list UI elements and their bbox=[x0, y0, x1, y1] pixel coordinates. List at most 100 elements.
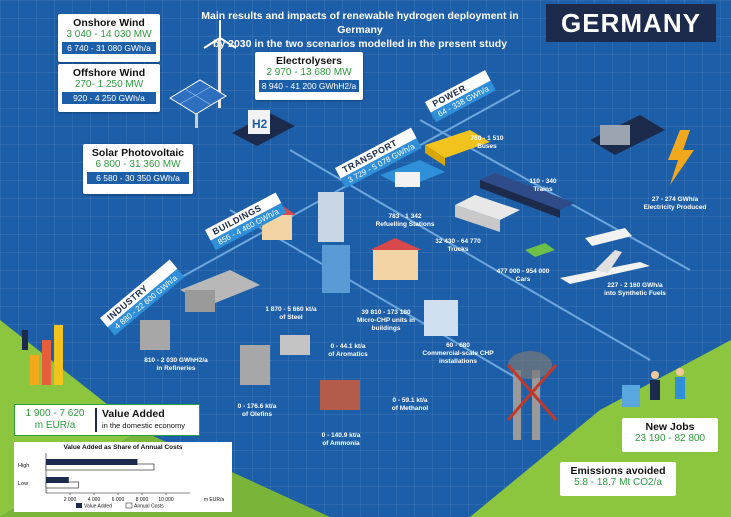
value-added-title: Value Added bbox=[102, 408, 165, 420]
olefins-label: 0 - 176.6 kt/a of Olefins bbox=[222, 403, 292, 419]
new-jobs-value: 23 190 - 82 800 bbox=[634, 433, 706, 444]
chimney-icon bbox=[506, 351, 558, 440]
trucks-name: Trucks bbox=[447, 246, 469, 253]
truck-icon bbox=[455, 195, 520, 232]
methanol-name: of Methanol bbox=[391, 405, 429, 412]
lightning-bolt-icon bbox=[668, 130, 694, 185]
value-added-subtitle: in the domestic economy bbox=[102, 421, 185, 430]
synfuels-name: into Synthetic Fuels bbox=[604, 290, 666, 297]
trucks-label: 32 430 - 64 770 Trucks bbox=[418, 238, 498, 254]
electrolysers-title: Electrolysers bbox=[276, 55, 342, 67]
offshore-wind-title: Offshore Wind bbox=[72, 67, 146, 79]
chart-x-tick-label: 2 000 bbox=[64, 497, 77, 503]
refuelling-name: Refuelling Stations bbox=[375, 221, 435, 228]
cars-label: 477 000 - 954 000 Cars bbox=[483, 268, 563, 284]
solar-pv-generation: 6 580 - 30 350 GWh/a bbox=[87, 172, 189, 184]
steel-name: of Steel bbox=[279, 314, 303, 321]
methanol-label: 0 - 59.1 kt/a of Methanol bbox=[380, 397, 440, 413]
emissions-value: 5.8 - 18.7 Mt CO2/a bbox=[574, 477, 662, 488]
refuelling-value: 783 - 1 342 bbox=[388, 213, 422, 220]
chart-bar-value-added bbox=[46, 459, 138, 465]
chp-name: Commercial-scale CHP installations bbox=[422, 350, 494, 365]
trucks-value: 32 430 - 64 770 bbox=[435, 238, 481, 245]
olefins-name: of Olefins bbox=[242, 411, 272, 418]
solar-pv-capacity: 6 800 - 31 360 MW bbox=[95, 159, 181, 170]
chart-x-axis-label: m EUR/a bbox=[204, 497, 225, 503]
trains-value: 110 - 340 bbox=[529, 178, 557, 185]
onshore-wind-box: Onshore Wind 3 040 - 14 030 MW 6 740 - 3… bbox=[58, 14, 160, 62]
microchp-value: 39 810 - 173 180 bbox=[361, 309, 411, 316]
olefins-value: 0 - 176.6 kt/a bbox=[237, 403, 277, 410]
car-icon bbox=[525, 243, 555, 257]
ammonia-value: 0 - 140.9 kt/a bbox=[321, 432, 361, 439]
trains-label: 110 - 340 Trains bbox=[508, 178, 578, 194]
refineries-label: 810 - 2 030 GWhH2/a in Refineries bbox=[135, 357, 217, 373]
ammonia-label: 0 - 140.9 kt/a of Ammonia bbox=[305, 432, 377, 448]
chart-legend-value-added: Value Added bbox=[84, 504, 112, 510]
emissions-title: Emissions avoided bbox=[570, 465, 666, 477]
chp-label: 60 - 680 Commercial-scale CHP installati… bbox=[418, 342, 498, 366]
wind-turbine-icon bbox=[203, 20, 237, 108]
title-line-2: by 2030 in the two scenarios modelled in… bbox=[212, 38, 508, 50]
offshore-wind-capacity: 270- 1 250 MW bbox=[74, 79, 144, 90]
value-added-bars-icon bbox=[22, 325, 63, 385]
synfuels-label: 227 - 2 160 GWh/a into Synthetic Fuels bbox=[590, 282, 680, 298]
trains-name: Trains bbox=[533, 186, 553, 193]
cars-name: Cars bbox=[515, 276, 531, 283]
onshore-wind-generation: 6 740 - 31 080 GWh/a bbox=[62, 42, 156, 54]
bus-icon bbox=[425, 130, 490, 166]
aromatics-name: of Aromatics bbox=[328, 351, 368, 358]
airplane-icon bbox=[560, 250, 650, 284]
chart-x-tick-label: 4 000 bbox=[88, 497, 101, 503]
synfuels-value: 227 - 2 160 GWh/a bbox=[607, 282, 663, 289]
chart-x-tick-label: 10 000 bbox=[158, 497, 174, 503]
workers-icon bbox=[622, 368, 685, 407]
new-jobs-title: New Jobs bbox=[645, 421, 695, 433]
buses-label: 760 - 1 510 Buses bbox=[452, 135, 522, 151]
power-plant-icon bbox=[590, 115, 665, 155]
chart-legend-swatch-value-added bbox=[76, 503, 82, 508]
solar-pv-box: Solar Photovoltaic 6 800 - 31 360 MW 6 5… bbox=[83, 144, 193, 194]
value-added-chart-panel: Value Added as Share of Annual Costs Hig… bbox=[14, 442, 232, 512]
chart-title: Value Added as Share of Annual Costs bbox=[63, 444, 183, 451]
page-title: Main results and impacts of renewable hy… bbox=[180, 9, 540, 51]
electrolysers-output: 8 940 - 41 200 GWhH2/a bbox=[259, 80, 359, 92]
train-icon bbox=[480, 173, 575, 218]
methanol-value: 0 - 59.1 kt/a bbox=[392, 397, 428, 404]
buses-name: Buses bbox=[477, 143, 497, 150]
value-added-range: 1 900 - 7 620 bbox=[25, 408, 85, 419]
value-added-unit: m EUR/a bbox=[34, 420, 76, 431]
solar-panel-icon bbox=[169, 79, 227, 128]
energy-assets-illustration: H2 bbox=[169, 20, 295, 146]
buses-value: 760 - 1 510 bbox=[470, 135, 504, 142]
residential-buildings-icon bbox=[258, 192, 458, 336]
electricity-label: 27 - 274 GWh/a Electricity Produced bbox=[630, 196, 720, 212]
electrolysers-box: Electrolysers 2 970 - 13 680 MW 8 940 - … bbox=[255, 52, 363, 100]
chart-x-tick-label: 6 000 bbox=[112, 497, 125, 503]
country-label: GERMANY bbox=[546, 4, 716, 42]
ship-icon bbox=[585, 228, 632, 246]
solar-pv-title: Solar Photovoltaic bbox=[91, 147, 185, 159]
electricity-name: Electricity Produced bbox=[643, 204, 707, 211]
new-jobs-box: New Jobs 23 190 - 82 800 bbox=[622, 418, 718, 452]
aromatics-label: 0 - 44.1 kt/a of Aromatics bbox=[318, 343, 378, 359]
chart-category-label: High bbox=[18, 463, 29, 469]
onshore-wind-capacity: 3 040 - 14 030 MW bbox=[66, 29, 152, 40]
microchp-name: Micro-CHP units in buildings bbox=[356, 317, 416, 332]
value-added-box: 1 900 - 7 620 m EUR/a Value Added in the… bbox=[14, 404, 200, 436]
offshore-wind-box: Offshore Wind 270- 1 250 MW 920 - 4 250 … bbox=[58, 64, 160, 112]
refuelling-label: 783 - 1 342 Refuelling Stations bbox=[365, 213, 445, 229]
emissions-box: Emissions avoided 5.8 - 18.7 Mt CO2/a bbox=[560, 462, 676, 496]
microchp-label: 39 810 - 173 180 Micro-CHP units in buil… bbox=[345, 309, 427, 333]
offshore-wind-generation: 920 - 4 250 GWh/a bbox=[62, 92, 156, 104]
chart-category-label: Low bbox=[18, 481, 28, 487]
cars-value: 477 000 - 954 000 bbox=[496, 268, 550, 275]
electricity-value: 27 - 274 GWh/a bbox=[651, 196, 699, 203]
chp-value: 60 - 680 bbox=[446, 342, 470, 349]
refuelling-station-icon bbox=[380, 160, 445, 188]
value-added-divider bbox=[95, 408, 97, 432]
refineries-name: in Refineries bbox=[156, 365, 196, 372]
